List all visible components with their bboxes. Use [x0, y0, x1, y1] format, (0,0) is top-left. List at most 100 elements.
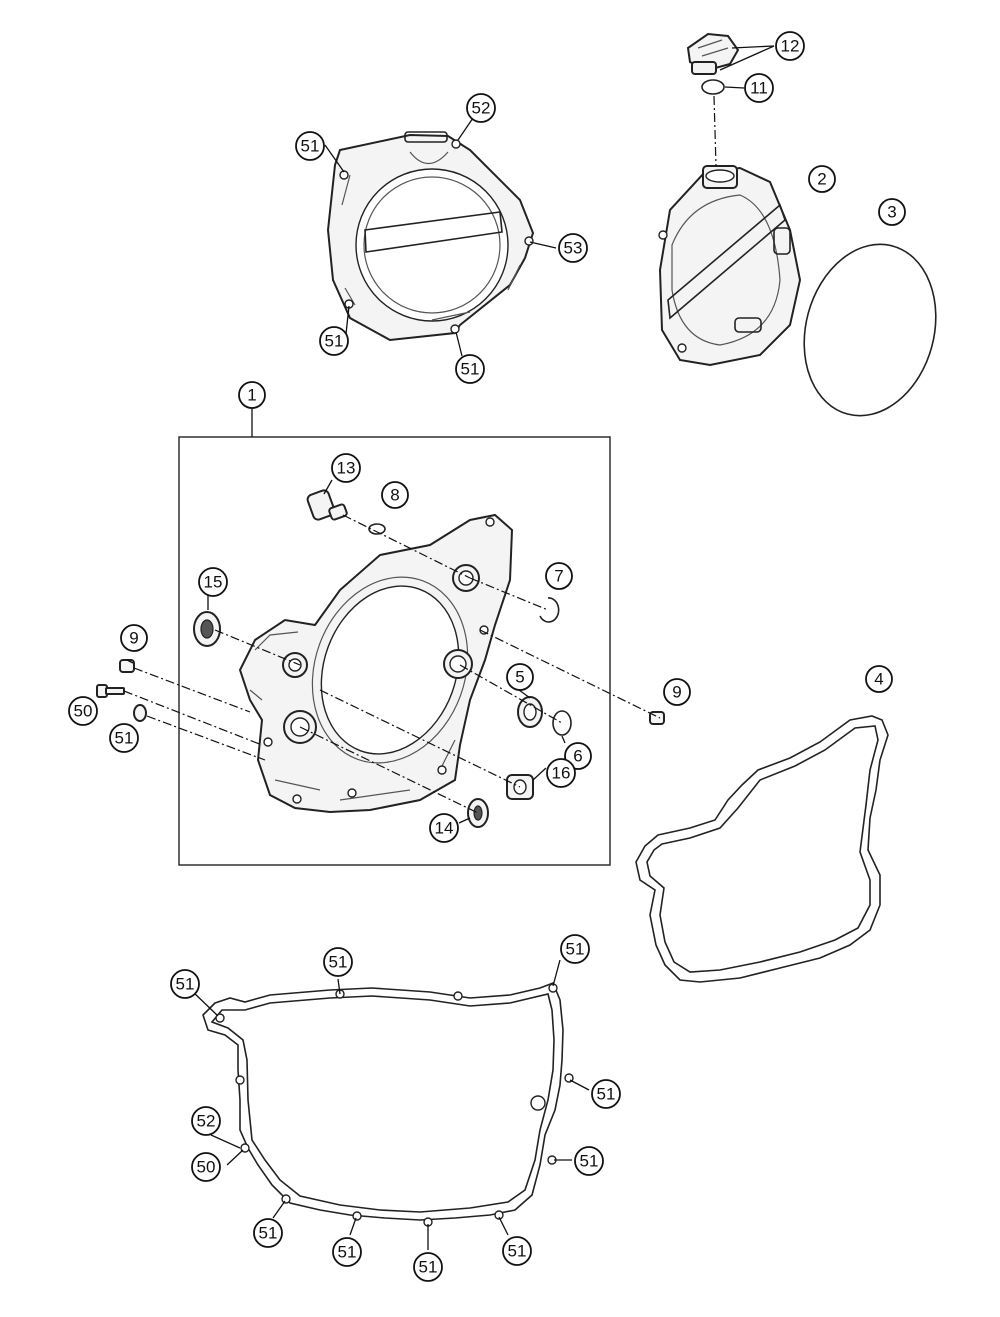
callout-51-gasket-r2: 51: [574, 1146, 604, 1176]
crankcase-gasket: [202, 981, 564, 1221]
callout-51-gasket-tl: 51: [170, 969, 200, 999]
callout-51-gasket-b4: 51: [502, 1236, 532, 1266]
callout-label: 51: [597, 1085, 616, 1104]
callout-7: 7: [545, 562, 573, 590]
axis-line: [123, 690, 263, 746]
ring-6: [552, 710, 572, 736]
axis-line: [342, 514, 471, 579]
callout-label: 16: [552, 764, 571, 783]
axis-line: [133, 667, 251, 713]
filler-axis-line: [713, 95, 717, 167]
axis-line: [469, 577, 549, 611]
callout-3: 3: [878, 198, 906, 226]
seal-15: [193, 611, 221, 647]
callout-5: 5: [506, 663, 534, 691]
axis-line: [146, 715, 266, 761]
callout-label: 5: [515, 668, 524, 687]
callout-51-gasket-tr: 51: [560, 934, 590, 964]
callout-2: 2: [808, 165, 836, 193]
callout-label: 7: [554, 567, 563, 586]
callout-label: 14: [435, 819, 454, 838]
cover-o-ring: [803, 243, 937, 417]
callout-9-right: 9: [663, 678, 691, 706]
washer-52: [133, 704, 147, 722]
seal-14: [467, 798, 489, 828]
callout-label: 1: [247, 386, 256, 405]
inner-clutch-cover: [238, 513, 514, 814]
plug-13: [306, 489, 348, 521]
callout-label: 13: [337, 459, 356, 478]
callout-label: 51: [329, 953, 348, 972]
callout-51-outer-b: 51: [455, 354, 485, 384]
callout-label: 3: [887, 203, 896, 222]
oil-filler-plug: [686, 32, 740, 75]
callout-label: 15: [204, 573, 223, 592]
callout-label: 51: [419, 1258, 438, 1277]
callout-16: 16: [546, 758, 576, 788]
callout-51-gasket-r1: 51: [591, 1079, 621, 1109]
callout-label: 51: [176, 975, 195, 994]
callout-label: 51: [508, 1242, 527, 1261]
clutch-cover-gasket-inner: [646, 725, 879, 973]
callout-14: 14: [429, 813, 459, 843]
callout-51-gasket-b3: 51: [413, 1252, 443, 1282]
callout-label: 51: [461, 360, 480, 379]
crankcase-gasket-inner: [210, 993, 555, 1213]
callout-label: 50: [74, 702, 93, 721]
callout-label: 51: [566, 940, 585, 959]
callout-51-gasket-b1: 51: [253, 1218, 283, 1248]
clutch-cover-housing: [658, 165, 802, 367]
callout-label: 51: [338, 1243, 357, 1262]
axis-line: [214, 629, 301, 666]
callout-label: 52: [197, 1112, 216, 1131]
callout-label: 12: [781, 37, 800, 56]
callout-label: 6: [573, 747, 582, 766]
leader-lines: [126, 45, 775, 1250]
callout-label: 51: [325, 332, 344, 351]
callout-label: 9: [129, 629, 138, 648]
callout-label: 9: [672, 683, 681, 702]
callout-13: 13: [331, 453, 361, 483]
callout-label: 11: [750, 79, 768, 98]
callout-4: 4: [865, 665, 893, 693]
callout-52-gasket: 52: [191, 1106, 221, 1136]
callout-label: 50: [197, 1158, 216, 1177]
callout-50-left: 50: [68, 696, 98, 726]
callout-52-left: 51: [109, 723, 139, 753]
screw-50: [96, 684, 125, 698]
callout-label: 2: [817, 170, 826, 189]
axis-line: [479, 629, 661, 719]
circlip-7: [539, 597, 560, 623]
axis-line: [459, 664, 563, 724]
callout-8: 8: [381, 481, 409, 509]
callout-51-gasket-t: 51: [323, 947, 353, 977]
bearing-5: [517, 696, 543, 728]
callout-label: 51: [115, 729, 134, 748]
callout-51-outer-tl: 51: [295, 131, 325, 161]
filler-o-ring: [701, 79, 725, 95]
callout-label: 51: [301, 137, 320, 156]
callout-label: 8: [390, 486, 399, 505]
callout-label: 52: [472, 99, 491, 118]
callout-label: 53: [564, 239, 583, 258]
callout-11: 11: [744, 73, 774, 103]
callout-12: 12: [775, 31, 805, 61]
callout-1: 1: [238, 381, 266, 409]
axis-line: [319, 689, 521, 788]
callout-9-left: 9: [120, 624, 148, 652]
callout-51-gasket-b2: 51: [332, 1237, 362, 1267]
callout-50-gasket: 50: [191, 1152, 221, 1182]
callout-15: 15: [198, 567, 228, 597]
assembly-frame: [178, 436, 611, 866]
callout-53: 52: [466, 93, 496, 123]
outer-clutch-cover: [326, 131, 535, 342]
callout-51-outer-bl: 51: [319, 326, 349, 356]
callout-label: 51: [259, 1224, 278, 1243]
o-ring-8: [368, 523, 386, 535]
clutch-cover-gasket: [635, 715, 889, 983]
axis-line: [299, 726, 479, 814]
callout-54: 53: [558, 233, 588, 263]
callout-label: 51: [580, 1152, 599, 1171]
callout-label: 4: [874, 670, 883, 689]
